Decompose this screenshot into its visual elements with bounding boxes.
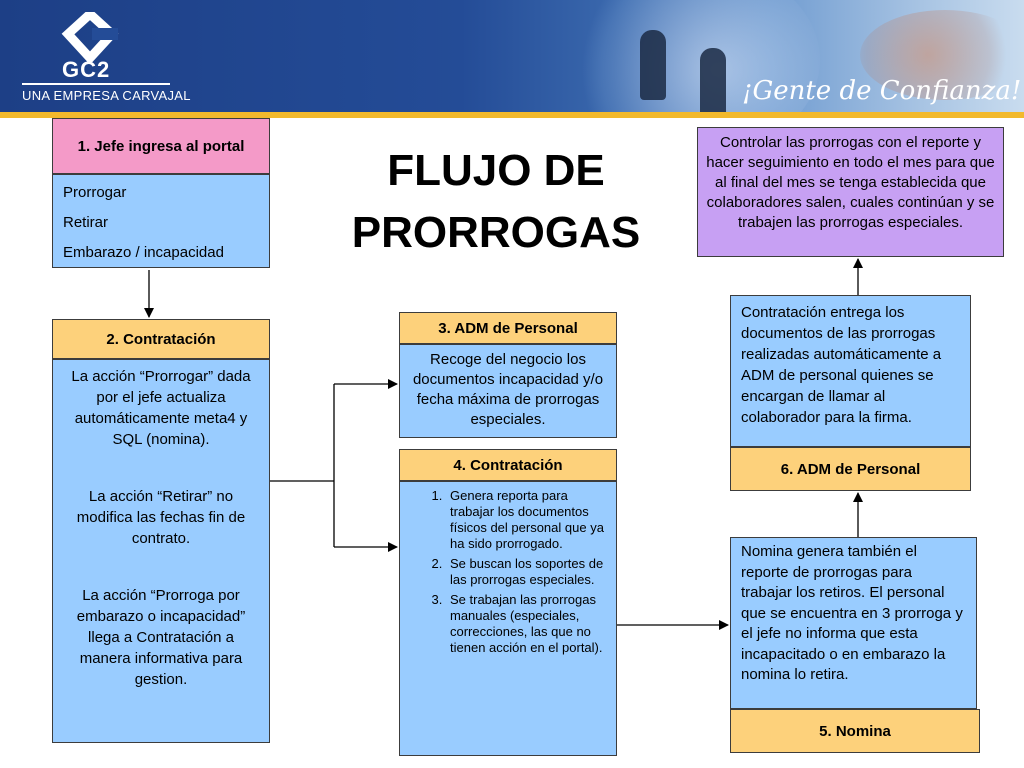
header-stripe	[0, 112, 1024, 118]
handshake-image	[860, 10, 1024, 100]
gc2-logo-icon	[61, 12, 119, 62]
box1-header-text: 1. Jefe ingresa al portal	[77, 137, 245, 155]
box3-header: 3. ADM de Personal	[399, 312, 617, 344]
box7-text: Controlar las prorrogas con el reporte y…	[706, 134, 995, 231]
box1-item-embarazo: Embarazo / incapacidad	[63, 244, 224, 261]
box2-paragraph-2: La acción “Retirar” no modifica las fech…	[76, 488, 246, 547]
box6-body: Contratación entrega los documentos de l…	[730, 295, 971, 447]
box6-header-text: 6. ADM de Personal	[780, 460, 921, 478]
box1-item-prorrogar: Prorrogar	[63, 184, 127, 201]
box2-header-text: 2. Contratación	[106, 330, 216, 348]
person-silhouette	[700, 48, 726, 118]
box3-text: Recoge del negocio los documentos incapa…	[412, 351, 604, 428]
title-line-1: FLUJO DE	[387, 146, 605, 195]
page-title: FLUJO DE PRORROGAS	[340, 140, 652, 264]
box3-body: Recoge del negocio los documentos incapa…	[399, 344, 617, 438]
box2-paragraph-1: La acción “Prorrogar” dada por el jefe a…	[71, 368, 251, 448]
box2-header: 2. Contratación	[52, 319, 270, 359]
box3-header-text: 3. ADM de Personal	[438, 319, 578, 337]
box4-list: Genera reporta para trabajar los documen…	[400, 488, 608, 656]
box1-header: 1. Jefe ingresa al portal	[52, 118, 270, 174]
header-banner: GC2 UNA EMPRESA CARVAJAL ¡Gente de Confi…	[0, 0, 1024, 118]
box7-body: Controlar las prorrogas con el reporte y…	[697, 127, 1004, 257]
box5-text: Nomina genera también el reporte de pror…	[741, 543, 963, 683]
box5-header: 5. Nomina	[730, 709, 980, 753]
person-silhouette	[640, 30, 666, 100]
title-line-2: PRORROGAS	[351, 208, 641, 257]
box2-body: La acción “Prorrogar” dada por el jefe a…	[52, 359, 270, 743]
box6-text: Contratación entrega los documentos de l…	[741, 304, 942, 426]
logo-text: GC2	[62, 57, 111, 82]
box4-header: 4. Contratación	[399, 449, 617, 481]
box6-header: 6. ADM de Personal	[730, 447, 971, 491]
logo-divider	[22, 83, 170, 85]
box4-item-3: Se trabajan las prorrogas manuales (espe…	[446, 592, 608, 656]
box4-item-2: Se buscan los soportes de las prorrogas …	[446, 556, 608, 588]
box5-header-text: 5. Nomina	[819, 722, 891, 740]
box4-item-1: Genera reporta para trabajar los documen…	[446, 488, 608, 552]
box4-body: Genera reporta para trabajar los documen…	[399, 481, 617, 756]
box1-body: Prorrogar Retirar Embarazo / incapacidad	[52, 174, 270, 268]
clock-image	[560, 0, 820, 118]
slogan: ¡Gente de Confianza!	[742, 76, 1022, 106]
logo-subtitle: UNA EMPRESA CARVAJAL	[22, 88, 191, 103]
box4-header-text: 4. Contratación	[453, 456, 563, 474]
box1-item-retirar: Retirar	[63, 214, 109, 231]
box5-body: Nomina genera también el reporte de pror…	[730, 537, 977, 709]
box2-paragraph-3: La acción “Prorroga por embarazo o incap…	[76, 587, 246, 688]
